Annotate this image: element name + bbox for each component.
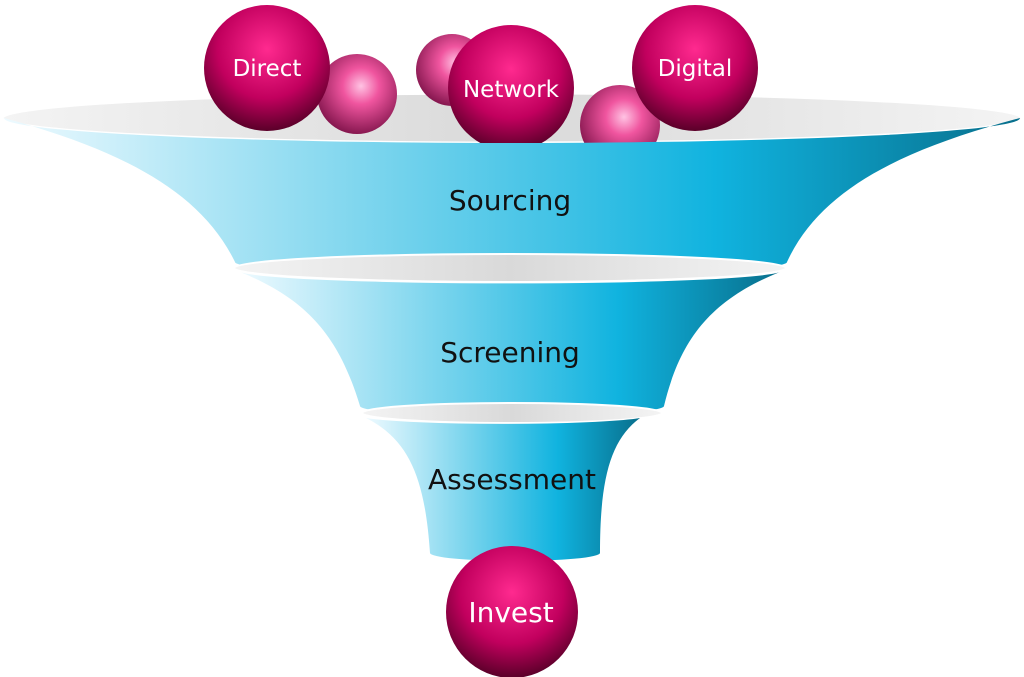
funnel-ring bbox=[361, 402, 663, 424]
ball-direct bbox=[204, 5, 330, 131]
source-digital: Digital bbox=[658, 56, 733, 82]
stage-screening: Screening bbox=[440, 336, 580, 369]
source-balls: Direct Network Digital bbox=[204, 5, 758, 165]
source-direct: Direct bbox=[233, 56, 302, 82]
stage-sourcing: Sourcing bbox=[449, 184, 571, 217]
stage-assessment-band bbox=[366, 418, 640, 561]
outcome-invest: Invest bbox=[468, 596, 553, 629]
ball-small bbox=[317, 54, 397, 134]
ball-digital bbox=[632, 5, 758, 131]
stage-sourcing-band bbox=[4, 118, 1020, 277]
ball-invest bbox=[446, 546, 578, 677]
source-network: Network bbox=[463, 77, 560, 103]
stage-screening-band bbox=[240, 272, 780, 416]
stage-assessment: Assessment bbox=[428, 463, 596, 496]
ball-network bbox=[448, 25, 574, 151]
funnel-ring bbox=[233, 253, 787, 283]
